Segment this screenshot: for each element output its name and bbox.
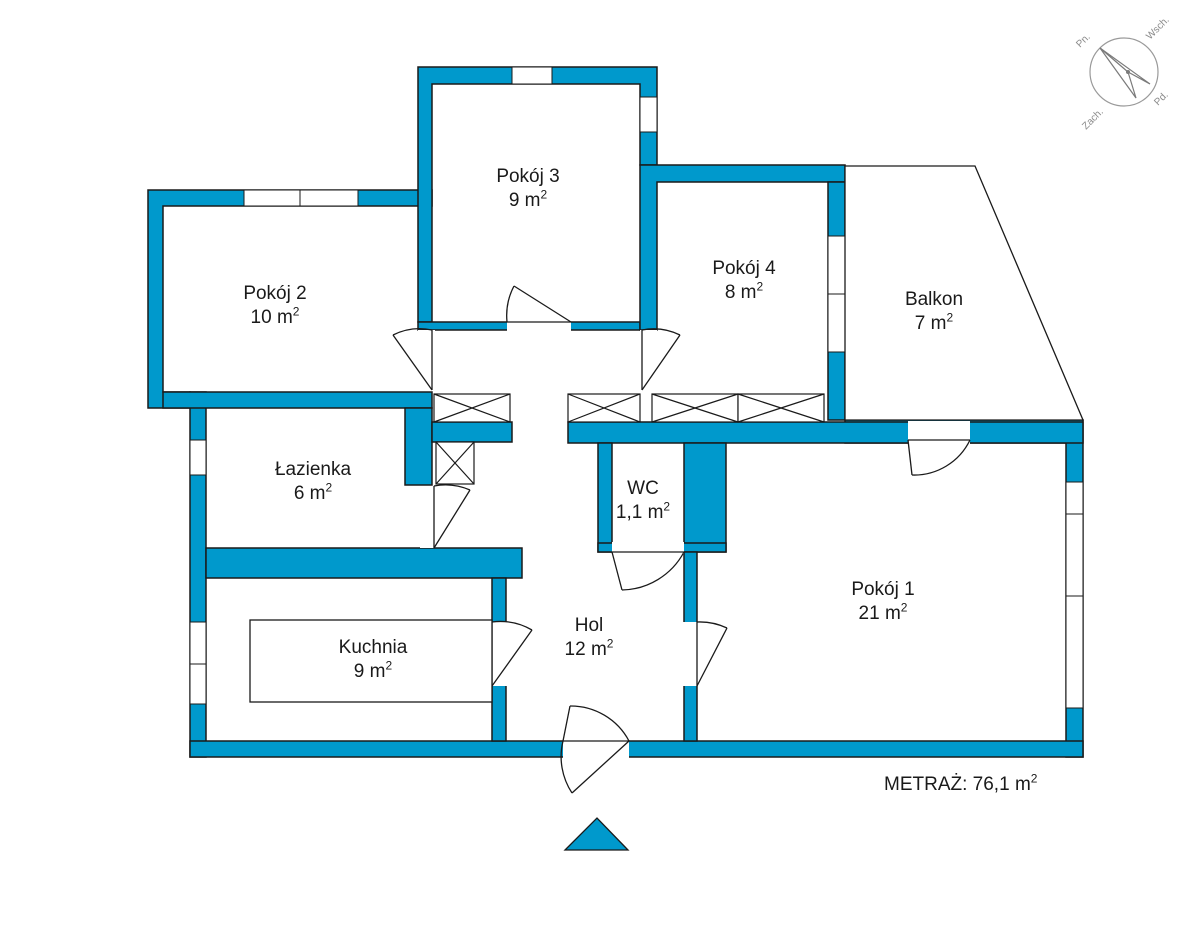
room-label-balkon: Balkon 7 m2 [905, 288, 963, 336]
door-pokoj-3 [506, 285, 572, 323]
wardrobe [567, 393, 641, 423]
wardrobe [433, 393, 511, 423]
wardrobe [651, 393, 739, 423]
compass-icon: Pn. Wsch. Pd. Zach. [1074, 15, 1171, 132]
door-openings [418, 320, 970, 758]
door-wc [611, 551, 685, 591]
room-name: Pokój 4 [712, 258, 776, 279]
room-name: Hol [574, 615, 604, 636]
room-name: Pokój 1 [851, 579, 915, 600]
room-label-kuchnia: Kuchnia 9 m2 [339, 636, 408, 684]
compass-north: Pn. [1074, 32, 1092, 50]
room-area: 12 m2 [564, 636, 614, 660]
entrance-arrow-icon [563, 817, 630, 851]
doors [392, 285, 971, 794]
compass-east: Wsch. [1144, 15, 1171, 42]
door-pokoj-1-left [696, 621, 728, 687]
wardrobe [737, 393, 825, 423]
door-entrance [560, 705, 630, 794]
room-name: Łazienka [274, 459, 352, 480]
room-area: 1,1 m2 [615, 499, 671, 523]
room-area: 8 m2 [724, 279, 764, 303]
room-area: 21 m2 [858, 600, 908, 624]
ventilation-shaft [435, 441, 475, 485]
room-name: Balkon [904, 289, 964, 310]
room-area: 10 m2 [250, 304, 300, 328]
room-area: 7 m2 [914, 310, 954, 334]
room-name: WC [627, 478, 659, 499]
door-pokoj-1-top [907, 439, 971, 476]
compass-west: Zach. [1080, 107, 1105, 132]
built-in-wardrobes [433, 393, 825, 485]
room-label-pokoj-3: Pokój 3 9 m2 [496, 165, 559, 213]
room-area: 9 m2 [508, 187, 548, 211]
room-label-pokoj-1: Pokój 1 21 m2 [851, 578, 914, 626]
total-area: METRAŻ: 76,1 m2 [884, 771, 1038, 795]
door-pokoj-4 [641, 328, 681, 391]
kitchen-counter [249, 619, 493, 703]
room-label-pokoj-4: Pokój 4 8 m2 [712, 257, 775, 305]
room-name: Pokój 2 [243, 283, 307, 304]
room-label-pokoj-2: Pokój 2 10 m2 [243, 282, 306, 330]
balcony-outline [844, 165, 1084, 421]
door-lazienka [433, 484, 471, 549]
room-area: 9 m2 [353, 658, 393, 682]
room-label-hol: Hol 12 m2 [565, 614, 614, 662]
room-name: Pokój 3 [496, 166, 560, 187]
room-area: 6 m2 [293, 480, 333, 504]
door-pokoj-2 [392, 328, 433, 391]
room-label-lazienka: Łazienka 6 m2 [275, 458, 351, 506]
windows [189, 66, 1084, 709]
room-label-wc: WC 1,1 m2 [616, 477, 670, 525]
room-name: Kuchnia [338, 637, 408, 658]
compass-south: Pd. [1152, 90, 1170, 108]
